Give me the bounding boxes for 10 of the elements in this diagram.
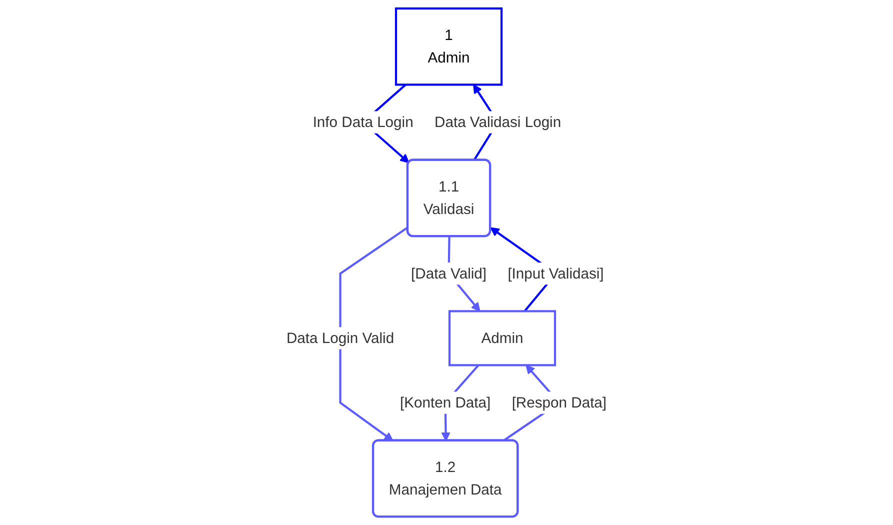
- edge-label: [Konten Data]: [400, 394, 491, 411]
- edge-label: Info Data Login: [312, 113, 414, 130]
- edge-label: [Respon Data]: [512, 394, 607, 411]
- edge-label: Data Login Valid: [286, 329, 394, 346]
- edge-label: Data Validasi Login: [434, 113, 562, 130]
- node-box: Admin: [448, 310, 556, 366]
- arrow: [339, 226, 409, 442]
- edge-label: [Data Valid]: [411, 264, 487, 282]
- edge-label: [Input Validasi]: [508, 264, 604, 282]
- node-box: 1 Admin: [394, 7, 503, 86]
